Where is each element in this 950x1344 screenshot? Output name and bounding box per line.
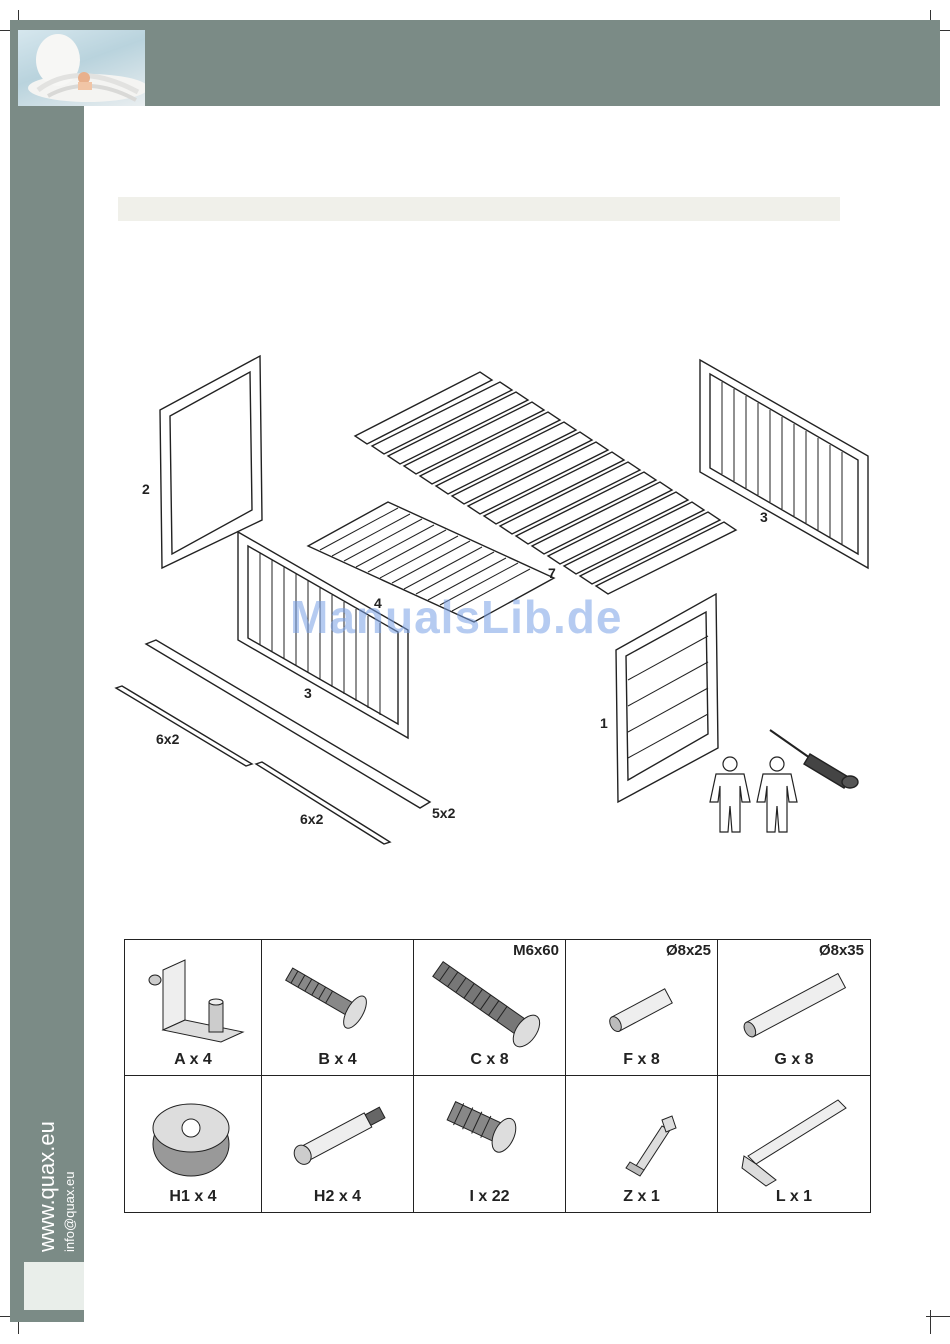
sidebar-footer-block [24, 1262, 84, 1310]
header-bar [10, 20, 940, 106]
watermark-text: ManualsLib.de [290, 590, 622, 644]
part-label-f: F x 8 [566, 1051, 717, 1069]
label-part-3-front: 3 [304, 685, 312, 701]
part-label-h2: H2 x 4 [262, 1188, 413, 1206]
part-cell-c: M6x60 C x 8 [414, 940, 566, 1076]
parts-table: A x 4 B x 4 M6x60 C x 8 Ø8x25 [124, 939, 871, 1213]
part-cell-b: B x 4 [262, 940, 414, 1076]
email-text[interactable]: info@quax.eu [62, 1172, 77, 1252]
part-cell-h1: H1 x 4 [125, 1076, 262, 1212]
part-label-c: C x 8 [414, 1051, 565, 1069]
part-cell-l: L x 1 [718, 1076, 870, 1212]
part-label-i: I x 22 [414, 1188, 565, 1206]
section-title-bar [118, 197, 840, 221]
part-cell-h2: H2 x 4 [262, 1076, 414, 1212]
label-part-2: 2 [142, 481, 150, 497]
label-rail-6x2-lower: 6x2 [300, 811, 324, 827]
label-part-1: 1 [600, 715, 608, 731]
label-rail-5x2: 5x2 [432, 805, 456, 821]
label-part-3-right: 3 [760, 509, 768, 525]
part-cell-a: A x 4 [125, 940, 262, 1076]
part-label-z: Z x 1 [566, 1188, 717, 1206]
part-label-h1: H1 x 4 [125, 1188, 261, 1206]
part-cell-i: I x 22 [414, 1076, 566, 1212]
crop-mark [930, 1310, 931, 1334]
part-cell-z: Z x 1 [566, 1076, 718, 1212]
header-thumbnail-image [18, 30, 145, 106]
website-text[interactable]: www.quax.eu [34, 1121, 60, 1252]
part-label-b: B x 4 [262, 1051, 413, 1069]
part-cell-f: Ø8x25 F x 8 [566, 940, 718, 1076]
part-cell-g: Ø8x35 G x 8 [718, 940, 870, 1076]
part-label-a: A x 4 [125, 1051, 261, 1069]
part-label-l: L x 1 [718, 1188, 870, 1206]
part-label-g: G x 8 [718, 1051, 870, 1069]
label-part-7: 7 [548, 565, 556, 581]
label-rail-6x2-upper: 6x2 [156, 731, 180, 747]
